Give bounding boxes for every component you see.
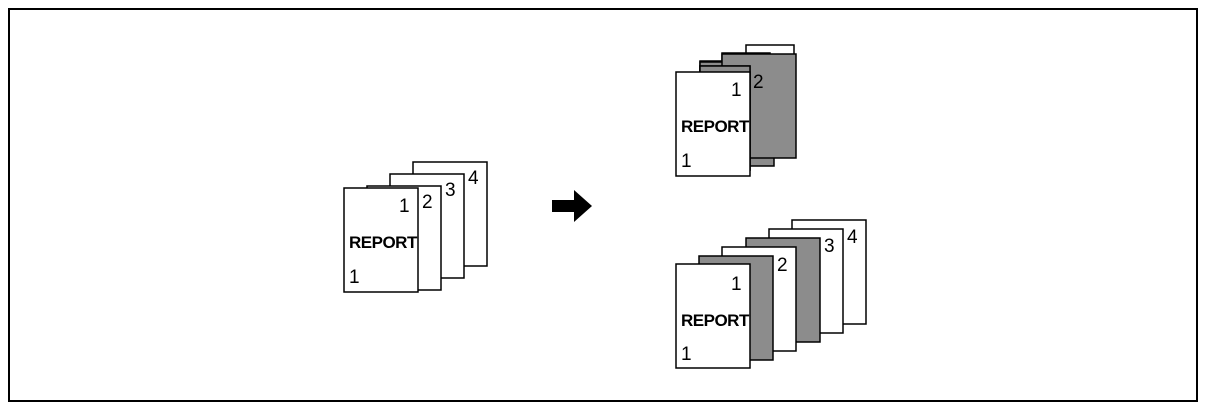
source-stack: 4 3 2 1 REPORT 1 — [343, 161, 488, 293]
cover-title: REPORT — [681, 311, 750, 330]
page-number-4: 4 — [468, 168, 479, 189]
diagram-frame — [8, 8, 1198, 402]
result-stack-bottom: 4 3 2 1 REPORT 1 — [675, 219, 867, 369]
cover-title: REPORT — [681, 117, 750, 136]
sheet-cover — [343, 187, 419, 293]
page-number-2: 2 — [777, 255, 788, 276]
page-number-1: 1 — [399, 196, 410, 217]
cover-number: 1 — [681, 151, 692, 172]
cover-number: 1 — [349, 267, 360, 288]
right-arrow-icon — [552, 190, 592, 222]
cover-title: REPORT — [349, 233, 418, 252]
sheet-cover — [675, 263, 751, 369]
cover-number: 1 — [681, 344, 692, 365]
page-number-2: 2 — [422, 192, 433, 213]
page-number-3: 3 — [445, 180, 456, 201]
result-stack-top: 4 3 2 1 REPORT 1 — [675, 44, 797, 177]
page-number-4: 4 — [847, 227, 858, 248]
page-number-1: 1 — [731, 80, 742, 101]
page-number-3: 3 — [824, 236, 835, 257]
page-number-2: 2 — [753, 72, 764, 93]
sheet-cover — [675, 71, 751, 177]
page-number-1: 1 — [731, 274, 742, 295]
